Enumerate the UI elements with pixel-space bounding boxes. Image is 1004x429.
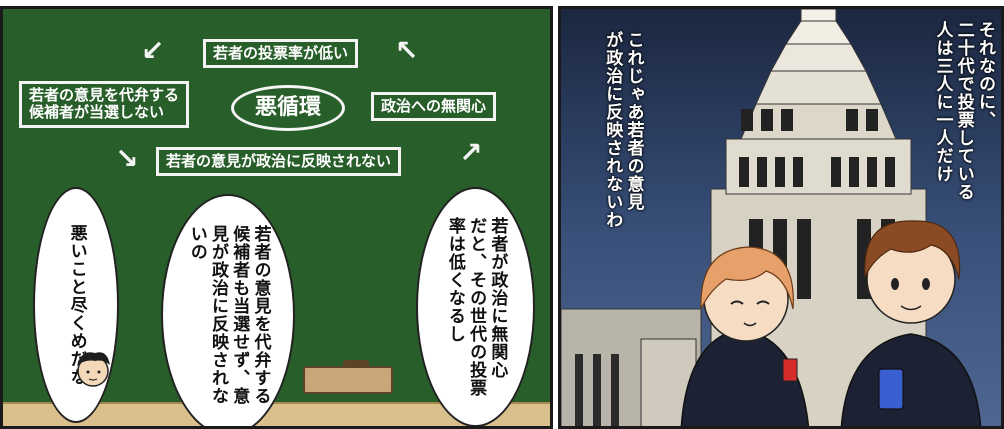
chalk-arrow-icon: ↙ [141, 34, 165, 67]
speech-text-right: 若者が政治に無関心 だと、その世代の投票 率は低くなるし [444, 217, 508, 397]
narration-not-reflected: これじゃあ若者の意見 が政治に反映されないわ [602, 31, 644, 229]
chalk-box-not-reflected: 若者の意見が政治に反映されない [156, 147, 402, 177]
chalkboard-panel: 若者の投票率が低い 若者の意見を代弁する 候補者が当選しない 悪循環 政治への無… [0, 6, 553, 429]
chalk-arrow-icon: ↘ [115, 142, 139, 175]
speech-bubble-boy: 悪いこと尽くめだな [33, 187, 119, 423]
chalk-box-low-turnout: 若者の投票率が低い [203, 39, 359, 69]
speech-bubble-middle: 若者の意見を代弁する 候補者も当選せず、意 見が政治に反映されな いの [161, 194, 295, 426]
chalk-oval-vicious-cycle: 悪循環 [231, 85, 345, 131]
speech-text-boy: 悪いこと尽くめだな [66, 224, 87, 386]
speech-bubble-right: 若者が政治に無関心 だと、その世代の投票 率は低くなるし [416, 187, 535, 426]
diet-building-illustration [561, 9, 982, 426]
chalk-arrow-icon: ↖ [395, 34, 419, 67]
narration-turnout: それなのに、 二十代で投票している 人は三人に一人だけ [932, 21, 996, 201]
chalk-box-political-apathy: 政治への無関心 [371, 92, 497, 122]
speech-text-middle: 若者の意見を代弁する 候補者も当選せず、意 見が政治に反映されな いの [186, 225, 271, 405]
night-scene-panel: それなのに、 二十代で投票している 人は三人に一人だけ これじゃあ若者の意見 が… [558, 6, 1004, 429]
eraser-icon [303, 360, 393, 394]
chalk-arrow-icon: ↗ [459, 136, 483, 169]
chalk-box-no-representative: 若者の意見を代弁する 候補者が当選しない [19, 81, 190, 128]
